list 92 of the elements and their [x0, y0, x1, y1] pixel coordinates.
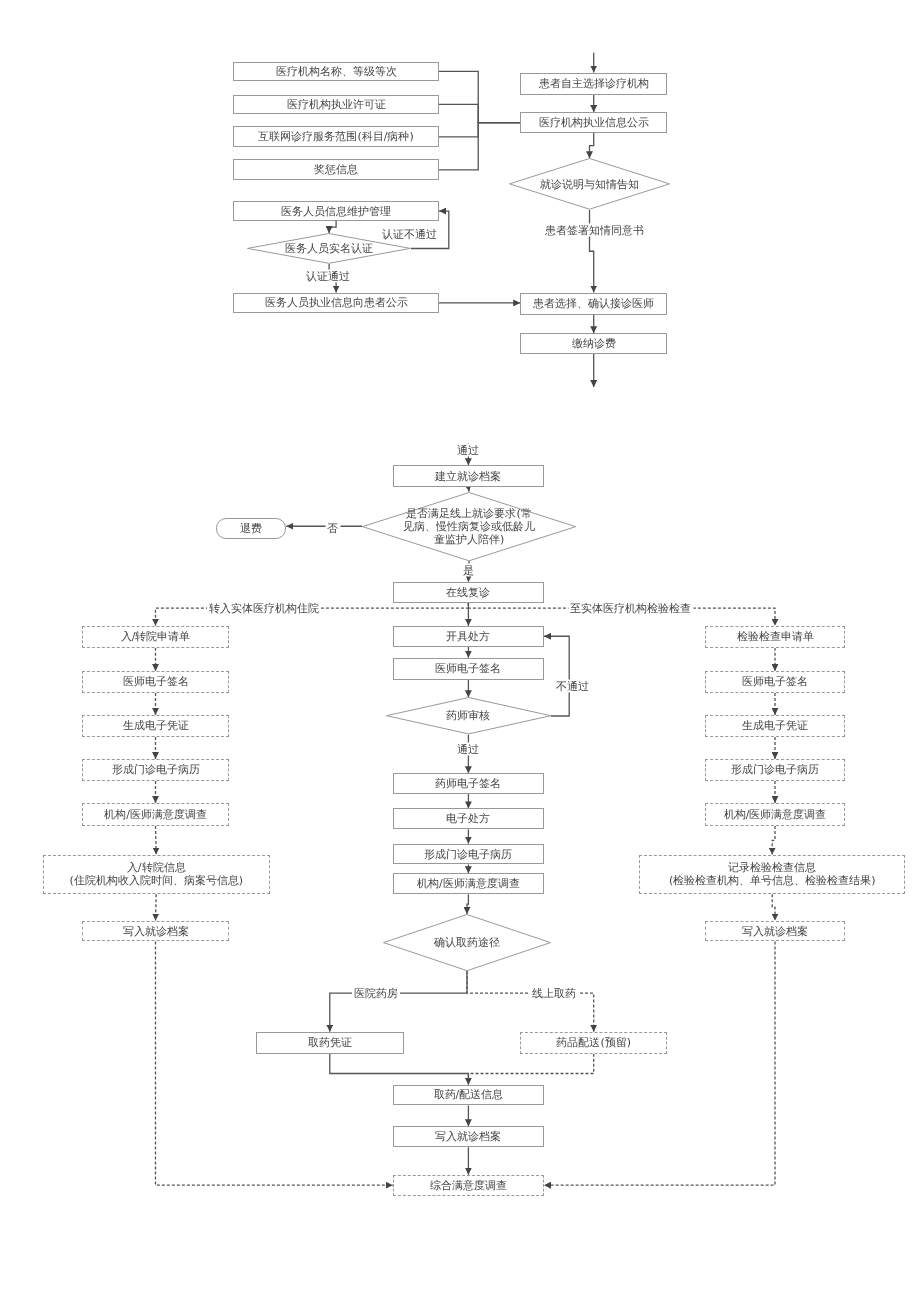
- box-text: (检验检查机构、单号信息、检验检查结果): [668, 874, 876, 888]
- process-box: 形成门诊电子病历: [705, 758, 845, 781]
- edge-label: 转入实体医疗机构住院: [207, 601, 321, 615]
- process-box: 医师电子签名: [392, 657, 544, 680]
- edge-label: 至实体医疗机构检验检查: [568, 601, 694, 615]
- process-box: 在线复诊: [392, 581, 544, 603]
- process-box: 缴纳诊费: [520, 333, 668, 355]
- arrow: [588, 209, 598, 294]
- decision-diamond: 是否满足线上就诊要求(常见病、慢性病复诊或低龄儿童监护人陪伴): [362, 491, 577, 561]
- process-box: 电子处方: [392, 808, 544, 830]
- process-box: 取药凭证: [255, 1031, 404, 1054]
- edge-label: 认证不通过: [380, 227, 440, 241]
- decision-diamond: 药师审核: [385, 697, 551, 735]
- arrow: [464, 1146, 472, 1176]
- connector-line: [438, 121, 521, 171]
- arrow: [152, 780, 159, 804]
- edge-label: 线上取药: [529, 986, 578, 1000]
- decision-diamond: 确认取药途径: [383, 914, 551, 972]
- edge-label: 医院药房: [352, 986, 400, 1000]
- process-box: 医疗机构执业信息公示: [520, 112, 668, 133]
- arrow: [771, 692, 779, 716]
- arrow: [771, 736, 779, 760]
- process-box: 综合满意度调查: [392, 1174, 544, 1196]
- arrow: [152, 736, 159, 760]
- arrow: [325, 220, 337, 234]
- arrow: [152, 893, 160, 922]
- edge-label: 否: [325, 521, 341, 535]
- box-text: (住院机构收入院时间、病案号信息): [69, 874, 243, 888]
- arrow: [464, 646, 472, 659]
- arrow: [464, 1053, 595, 1086]
- process-box: 患者选择、确认接诊医师: [520, 292, 668, 315]
- process-box: 检验检查申请单: [705, 625, 845, 648]
- edge-label: 是: [460, 563, 476, 577]
- process-box: [42, 854, 270, 895]
- process-box: 取药/配送信息: [392, 1084, 544, 1106]
- arrow: [590, 93, 598, 113]
- process-box: 机构/医师满意度调查: [82, 802, 229, 826]
- arrow: [771, 647, 779, 672]
- edge-label: 通过: [455, 742, 482, 756]
- process-box: 写入就诊档案: [82, 920, 229, 942]
- terminal-box: 退费: [216, 518, 287, 539]
- arrow: [771, 780, 779, 804]
- process-box: 生成电子凭证: [82, 714, 229, 737]
- edge-label: 患者签署知情同意书: [542, 223, 646, 237]
- process-box: 药师电子签名: [392, 773, 544, 795]
- arrow: [464, 863, 472, 874]
- arrow: [152, 825, 160, 856]
- arrow: [410, 207, 450, 250]
- arrow: [463, 893, 471, 915]
- process-box: 开具处方: [392, 625, 544, 647]
- edge-label: 不通过: [553, 679, 591, 693]
- process-box: 形成门诊电子病历: [392, 843, 544, 865]
- process-box: 医师电子签名: [705, 670, 845, 693]
- process-box: 医疗机构执业许可证: [233, 94, 439, 115]
- arrow: [464, 793, 472, 810]
- process-box: 写入就诊档案: [392, 1126, 544, 1148]
- process-box: 药品配送(预留): [520, 1031, 668, 1054]
- process-box: 医务人员信息维护管理: [233, 201, 439, 221]
- process-box: 生成电子凭证: [705, 714, 845, 737]
- process-box: 医疗机构名称、等级等次: [233, 61, 439, 82]
- arrow: [464, 828, 472, 845]
- arrow: [590, 52, 598, 74]
- arrow: [152, 647, 159, 672]
- process-box: 机构/医师满意度调查: [392, 873, 544, 895]
- arrow: [464, 1104, 472, 1127]
- edge-label: 通过: [455, 443, 482, 457]
- edge-label: 认证通过: [304, 269, 353, 283]
- arrow: [154, 940, 394, 1189]
- arrow: [590, 313, 598, 334]
- arrow: [464, 679, 472, 698]
- decision-diamond: 就诊说明与知情告知: [509, 158, 670, 210]
- arrow: [586, 132, 595, 159]
- arrow: [152, 692, 159, 716]
- arrow: [543, 632, 570, 717]
- process-box: 互联网诊疗服务范围(科目/病种): [233, 126, 439, 148]
- process-box: 奖惩信息: [233, 159, 439, 181]
- process-box: 形成门诊电子病历: [82, 758, 229, 781]
- process-box: 入/转院申请单: [82, 625, 229, 648]
- process-box: 写入就诊档案: [705, 920, 845, 942]
- arrow: [543, 940, 776, 1189]
- process-box: [639, 854, 906, 895]
- arrow: [590, 353, 598, 388]
- process-box: 建立就诊档案: [392, 465, 544, 488]
- arrow: [768, 825, 776, 856]
- arrow: [438, 299, 521, 307]
- arrow: [771, 893, 779, 922]
- box-heading: 入/转院信息: [126, 861, 186, 875]
- process-box: 机构/医师满意度调查: [705, 802, 845, 826]
- process-box: 患者自主选择诊疗机构: [520, 72, 668, 95]
- process-box: 医师电子签名: [82, 670, 229, 693]
- box-heading: 记录检验检查信息: [728, 861, 817, 875]
- process-box: 医务人员执业信息向患者公示: [233, 292, 439, 314]
